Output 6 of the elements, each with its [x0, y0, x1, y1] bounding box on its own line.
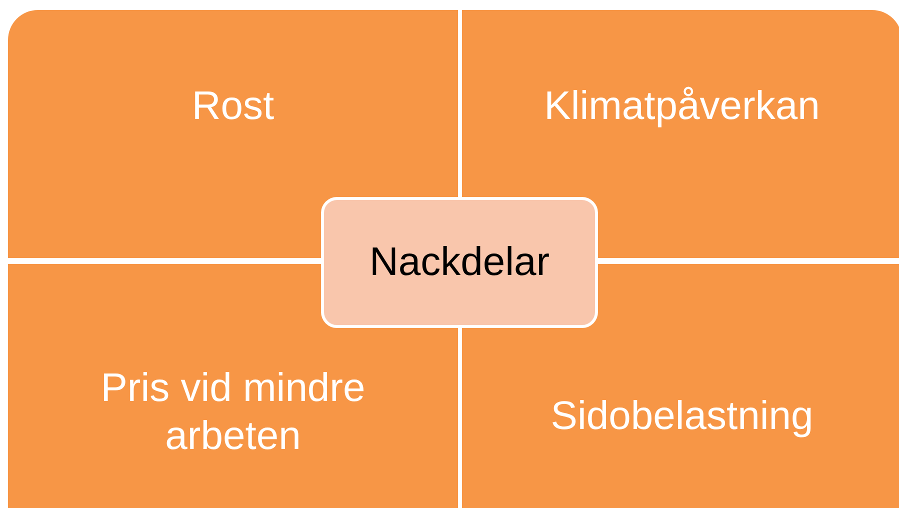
node-label: Pris vid mindre arbeten [100, 365, 366, 460]
center-box [321, 197, 598, 328]
node-label: Sidobelastning [550, 393, 814, 440]
node-label: Nackdelar [369, 240, 550, 285]
node-label: Rost [192, 83, 274, 130]
node-label: Klimatpåverkan [544, 83, 820, 130]
